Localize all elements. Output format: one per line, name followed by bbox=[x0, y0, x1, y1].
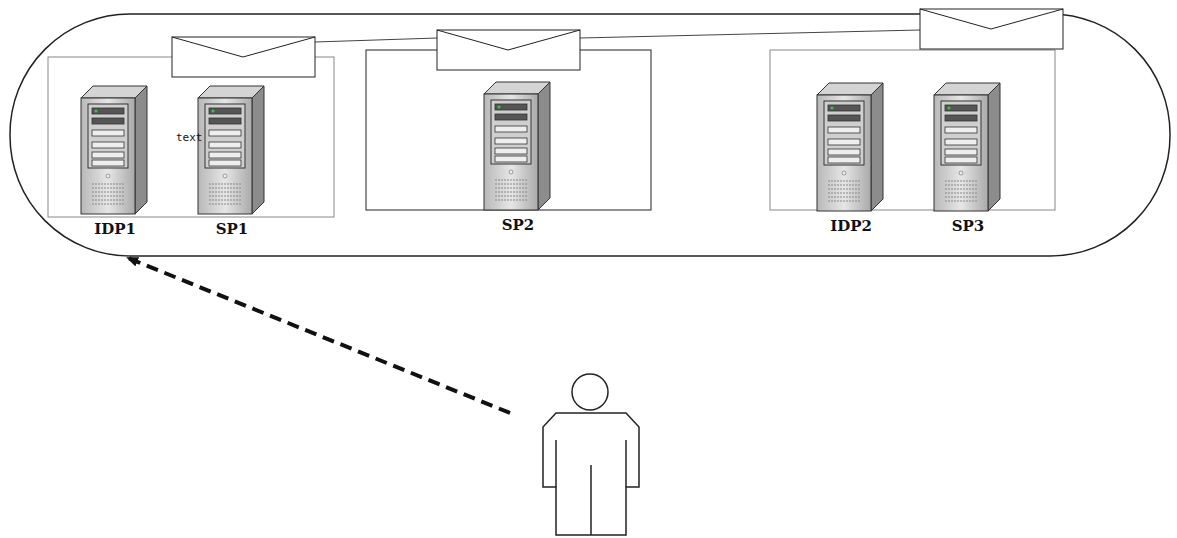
server-node: SP2 bbox=[483, 80, 553, 240]
server-label: SP2 bbox=[473, 216, 563, 234]
server-label: SP1 bbox=[187, 220, 277, 238]
server-icon bbox=[197, 84, 267, 216]
domain-box bbox=[770, 50, 1055, 210]
server-label: IDP2 bbox=[806, 217, 896, 235]
envelope-icon bbox=[172, 37, 315, 77]
federation-outline bbox=[10, 14, 1170, 256]
server-label: IDP1 bbox=[70, 220, 160, 238]
envelope-link bbox=[315, 38, 437, 42]
server-node: IDP1 bbox=[80, 84, 150, 244]
access-arrow bbox=[128, 258, 510, 413]
server-icon bbox=[816, 81, 886, 213]
user-figure bbox=[543, 374, 639, 535]
server-node: SP3 bbox=[933, 81, 1003, 241]
domain-box bbox=[366, 50, 651, 210]
envelope-icon bbox=[920, 9, 1063, 49]
domain-box bbox=[48, 57, 334, 217]
server-node: SP1 bbox=[197, 84, 267, 244]
server-icon bbox=[483, 80, 553, 212]
envelope-link bbox=[580, 30, 920, 38]
server-label: SP3 bbox=[923, 217, 1013, 235]
server-node: IDP2 bbox=[816, 81, 886, 241]
envelope-icon bbox=[437, 30, 580, 70]
server-icon bbox=[933, 81, 1003, 213]
stray-text: text bbox=[176, 131, 203, 144]
server-icon bbox=[80, 84, 150, 216]
